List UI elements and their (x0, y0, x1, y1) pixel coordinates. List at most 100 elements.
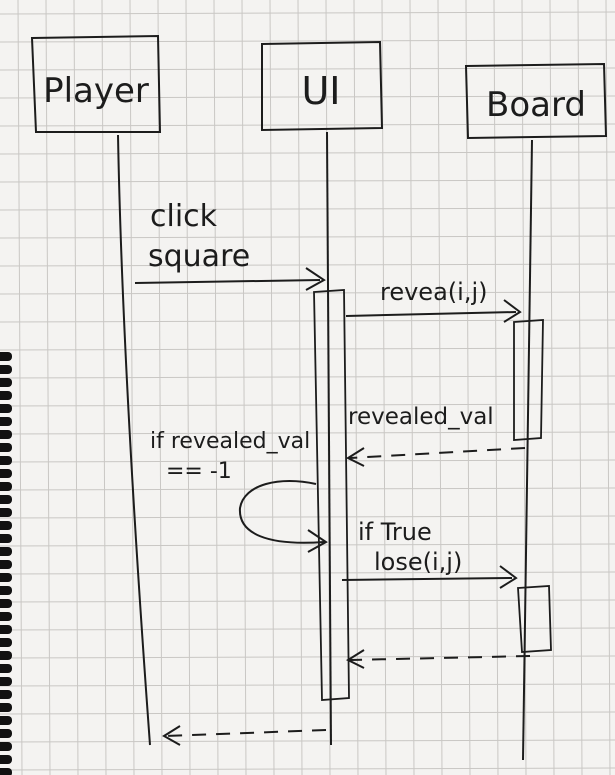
spiral-binding (0, 352, 12, 775)
message-label-line-2: lose(i,j) (374, 548, 462, 576)
message-arrow (134, 279, 321, 284)
message-arrow-dashed (349, 655, 531, 661)
binding-coil (0, 690, 12, 699)
grid-line (0, 599, 615, 603)
binding-coil (0, 365, 12, 374)
participant-label: Player (43, 71, 149, 111)
binding-coil (0, 430, 12, 439)
grid-line (493, 0, 499, 775)
grid-line (17, 0, 23, 775)
participant-box (261, 40, 384, 132)
participant-board: Board (464, 62, 608, 140)
grid-line (0, 683, 615, 687)
binding-coil (0, 703, 12, 712)
binding-coil (0, 404, 12, 413)
binding-coil (0, 534, 12, 543)
binding-coil (0, 482, 12, 491)
arrow-head (345, 649, 365, 669)
grid-line (0, 431, 615, 435)
grid-line (0, 39, 615, 43)
arrow-head (503, 299, 522, 323)
message-arrow-dashed (165, 729, 327, 737)
message-player-return (162, 725, 327, 746)
binding-coil (0, 651, 12, 660)
grid-line (577, 0, 583, 775)
binding-coil (0, 495, 12, 504)
grid-line (101, 0, 107, 775)
grid-line (0, 263, 615, 267)
grid-line (157, 0, 163, 775)
binding-coil (0, 768, 12, 775)
grid-line (0, 739, 615, 743)
binding-coil (0, 638, 12, 647)
grid-line (213, 0, 219, 775)
participant-box (464, 62, 608, 140)
participant-label: Board (486, 85, 586, 125)
message-lose-return (345, 649, 531, 669)
participant-label: UI (301, 69, 340, 113)
binding-coil (0, 352, 12, 361)
grid-line (0, 543, 615, 547)
grid-line (0, 627, 615, 631)
grid-line (0, 123, 615, 127)
binding-coil (0, 755, 12, 764)
binding-coil (0, 625, 12, 634)
message-arrow (345, 311, 517, 317)
message-label-line-1: if revealed_val (150, 429, 310, 454)
grid-line (437, 0, 443, 775)
grid-line (45, 0, 51, 775)
binding-coil (0, 612, 12, 621)
message-label: revealed_val (348, 404, 494, 430)
message-self-check: if revealed_val == -1 (150, 429, 328, 553)
grid-line (0, 319, 615, 323)
binding-coil (0, 599, 12, 608)
binding-coil (0, 729, 12, 738)
grid-line (0, 179, 615, 183)
binding-coil (0, 586, 12, 595)
grid-line (0, 291, 615, 295)
lifeline-ui (326, 131, 332, 746)
grid-line (0, 515, 615, 519)
grid-line (0, 67, 615, 71)
message-label-line-2: square (148, 239, 250, 274)
grid-line (0, 207, 615, 211)
message-arrow-dashed (349, 447, 526, 459)
binding-coil (0, 417, 12, 426)
grid-line (0, 571, 615, 575)
grid-line (0, 487, 615, 491)
grid-line (381, 0, 387, 775)
binding-coil (0, 560, 12, 569)
grid-line (241, 0, 247, 775)
grid-line (0, 95, 615, 99)
binding-coil (0, 508, 12, 517)
grid-line (0, 459, 615, 463)
message-label-line-2: == -1 (166, 459, 232, 484)
binding-coil (0, 378, 12, 387)
grid-line (0, 375, 615, 379)
grid-line (0, 655, 615, 659)
binding-coil (0, 742, 12, 751)
binding-coil (0, 521, 12, 530)
grid-line (0, 11, 615, 15)
grid-line (0, 767, 615, 771)
message-label-line-1: if True (358, 518, 432, 546)
grid-line (409, 0, 415, 775)
grid-line (0, 711, 615, 715)
grid-line (73, 0, 79, 775)
binding-coil (0, 547, 12, 556)
binding-coil (0, 677, 12, 686)
message-arrow (341, 577, 513, 581)
participant-box (30, 34, 162, 133)
binding-coil (0, 469, 12, 478)
grid-line (0, 347, 615, 351)
grid-line (0, 235, 615, 239)
message-click-square: click square (134, 199, 326, 291)
message-label: revea(i,j) (380, 278, 487, 306)
activation-bar-board-1 (513, 319, 544, 441)
activation-bar-ui (313, 289, 350, 701)
binding-coil (0, 664, 12, 673)
self-loop-arrow (238, 480, 325, 544)
arrow-head (305, 267, 326, 291)
